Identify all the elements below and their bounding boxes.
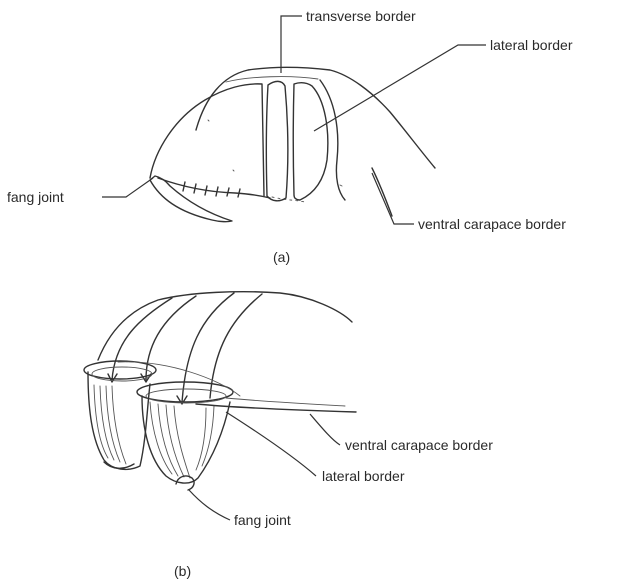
left-fang-tip — [104, 462, 134, 468]
caption-a: (a) — [273, 249, 290, 265]
leader-transverse-border — [281, 16, 302, 73]
label-fang-joint-b: fang joint — [234, 512, 291, 528]
right-chelicera — [142, 396, 230, 483]
chelicera-outline — [150, 84, 264, 196]
label-transverse-border: transverse border — [306, 8, 416, 24]
leader-lateral-border-b — [226, 412, 316, 476]
transverse-panel — [266, 81, 287, 200]
leader-ventral-border-b — [310, 414, 340, 445]
sketch-mark — [340, 185, 342, 186]
leader-fang-joint-b — [189, 490, 230, 520]
figure-b-drawing — [84, 292, 356, 520]
ventral-border-line — [372, 168, 392, 216]
leader-lateral-border-a — [314, 45, 486, 131]
fang — [150, 176, 232, 222]
figure-a-drawing — [102, 16, 486, 224]
chelicera-bottom-edge — [158, 178, 270, 198]
rim-band — [118, 362, 240, 396]
label-ventral-carapace-border-b: ventral carapace border — [345, 437, 493, 453]
ventral-border-inner-b — [226, 398, 345, 406]
cheliceral-teeth — [183, 182, 240, 197]
carapace-outline — [196, 67, 435, 168]
carapace-inner-line — [226, 77, 318, 82]
lateral-outer-arc — [320, 80, 345, 200]
label-fang-joint-a: fang joint — [7, 189, 64, 205]
label-ventral-carapace-border-a: ventral carapace border — [418, 216, 566, 232]
sketch-mark — [208, 120, 209, 121]
chelicera-rim-right-inner — [146, 389, 226, 403]
label-lateral-border-b: lateral border — [322, 468, 405, 484]
left-chelicera — [88, 372, 150, 469]
caption-b: (b) — [174, 563, 191, 579]
ridge-line-1 — [112, 298, 172, 380]
label-lateral-border-a: lateral border — [490, 37, 573, 53]
leader-fang-joint-a — [102, 178, 153, 197]
sketch-mark — [233, 170, 234, 171]
lateral-border-shape — [293, 83, 328, 200]
ridge-line-3 — [182, 293, 234, 402]
